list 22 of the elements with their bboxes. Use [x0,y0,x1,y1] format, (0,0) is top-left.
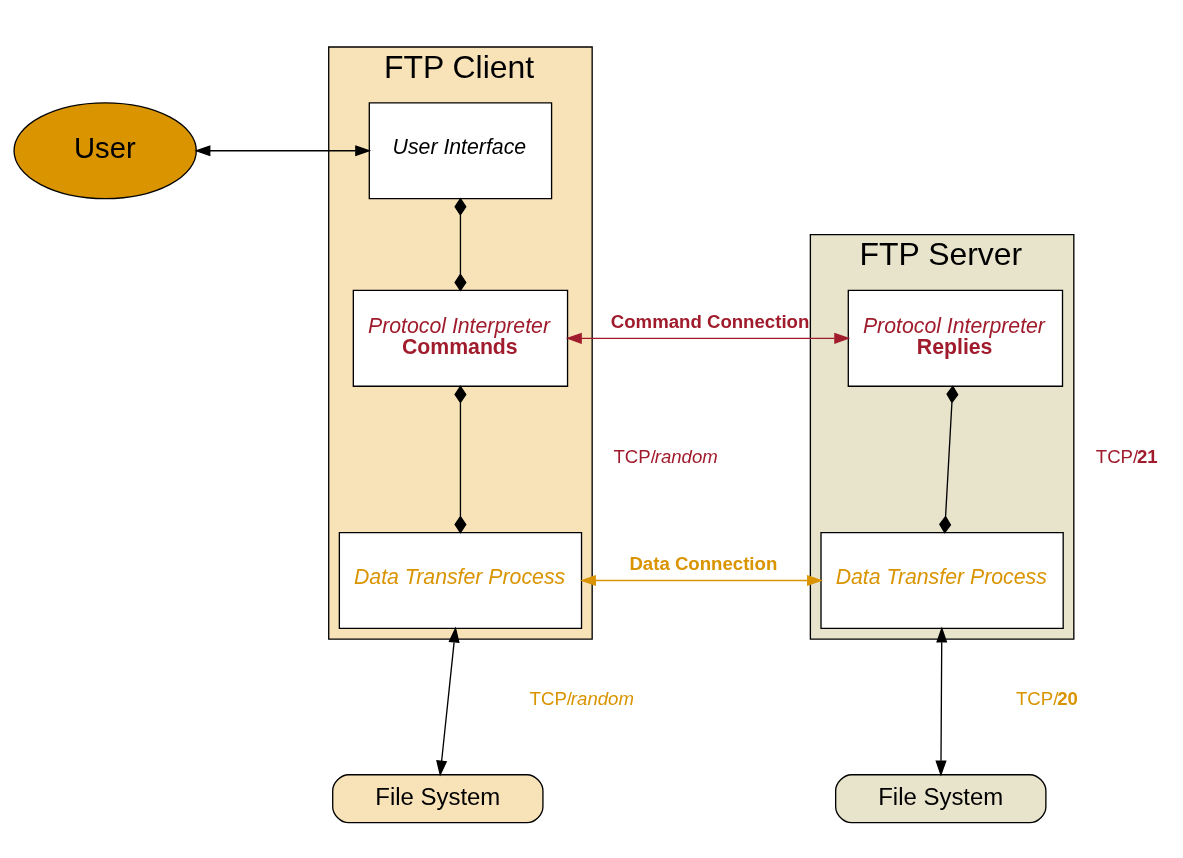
arrow [935,626,948,777]
node-box: File System [835,773,1047,823]
connector [939,384,959,534]
arrow [579,574,824,586]
node-box: Protocol Interpreter Commands [352,289,569,387]
label: TCP/21 [1095,445,1158,467]
node-box: Data Transfer Process [820,531,1064,629]
connector [454,384,467,534]
label: TCP/20 [1015,687,1078,709]
edge-label: Data Connection [629,552,778,574]
label: TCP/random [529,687,634,709]
node-box: Data Transfer Process [338,531,583,629]
connector [454,197,467,292]
edge-label: Command Connection [610,310,810,332]
node-box: Protocol Interpreter Replies [847,289,1064,387]
arrow [436,626,460,777]
node-box: User Interface [368,101,553,199]
arrow [194,144,372,156]
node-box: File System [332,773,544,823]
node-ellipse: User [13,101,197,199]
arrow [565,332,851,344]
label: TCP/random [613,445,718,467]
